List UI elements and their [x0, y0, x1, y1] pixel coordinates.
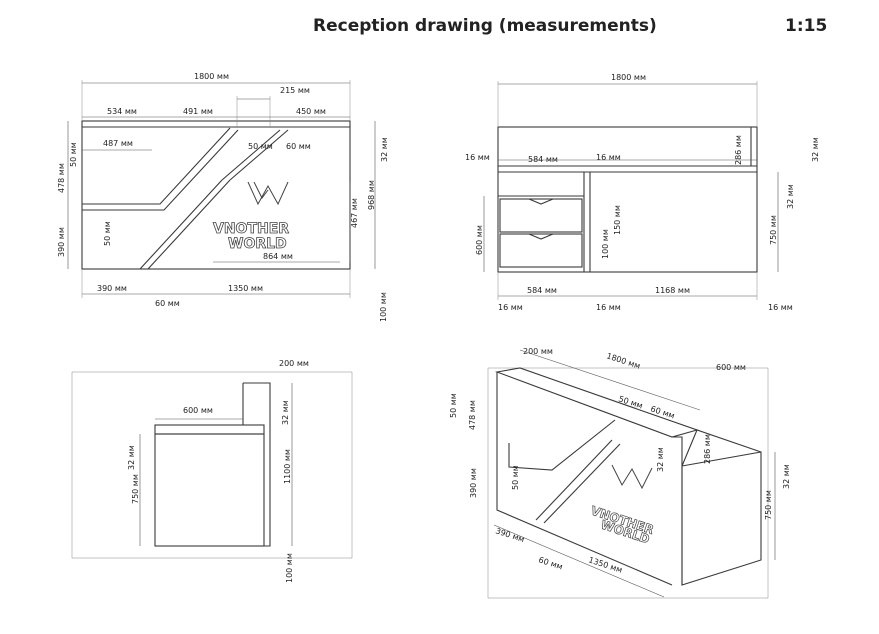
iso-side-top — [681, 429, 762, 467]
side-dim-600: 600 мм — [183, 406, 213, 415]
back-dim-1800: 1800 мм — [611, 73, 646, 82]
iso-diagonal-2 — [535, 439, 613, 521]
page-title: Reception drawing (measurements) — [313, 16, 657, 36]
side-view: 600 мм 200 мм 32 мм 32 мм 750 мм 1100 мм… — [71, 359, 353, 583]
back-dim-32b: 32 мм — [786, 184, 795, 209]
iso-diagonal-1 — [508, 419, 616, 471]
side-dim-32a: 32 мм — [281, 400, 290, 425]
back-outline — [497, 126, 758, 273]
side-body — [154, 433, 265, 547]
back-dim-16e: 16 мм — [768, 303, 793, 312]
front-diagonal-2 — [82, 129, 239, 211]
front-dim-390h: 390 мм — [97, 284, 127, 293]
iso-dim-600: 600 мм — [716, 363, 746, 372]
front-dim-491: 491 мм — [183, 107, 213, 116]
back-dim-600: 600 мм — [475, 225, 484, 255]
iso-dim-1350: 1350 мм — [587, 555, 623, 574]
front-dim-50c: 50 мм — [103, 221, 112, 246]
front-dim-467: 467 мм — [350, 198, 359, 228]
front-dim-32: 32 мм — [380, 137, 389, 162]
iso-side-block — [681, 451, 762, 586]
iso-dim-50c: 50 мм — [511, 465, 520, 490]
back-dim-750: 750 мм — [769, 215, 778, 245]
back-drawer-1[interactable] — [499, 198, 583, 233]
iso-view: VNOTHER WORLD 200 мм 1800 мм 600 мм 50 м… — [449, 347, 791, 599]
logo-line1: VNOTHER — [213, 221, 289, 237]
iso-dim-60b: 60 мм — [537, 555, 563, 571]
side-worktop — [154, 424, 265, 435]
back-drawer-2[interactable] — [499, 233, 583, 268]
front-diagonal-4 — [147, 179, 231, 270]
iso-dim-32b: 32 мм — [782, 464, 791, 489]
logo-w-inner — [253, 181, 269, 199]
front-diagonal-5 — [221, 129, 281, 181]
back-dim-16a: 16 мм — [465, 153, 490, 162]
front-dim-60b: 60 мм — [155, 299, 180, 308]
side-dim-32b: 32 мм — [127, 445, 136, 470]
front-diagonal-3 — [139, 179, 223, 270]
iso-front-left — [496, 372, 673, 586]
front-logo: VNOTHER WORLD — [213, 181, 290, 252]
back-dim-16b: 16 мм — [596, 153, 621, 162]
front-dim-450: 450 мм — [296, 107, 326, 116]
front-diagonal-1 — [82, 127, 231, 205]
front-dim-100: 100 мм — [379, 292, 388, 322]
iso-dim-750: 750 мм — [764, 490, 773, 520]
iso-diagonal-3 — [543, 443, 621, 524]
back-dim-150: 150 мм — [613, 205, 622, 235]
iso-top-surface — [494, 367, 699, 438]
iso-dim-50a: 50 мм — [449, 393, 458, 418]
iso-dim-32a: 32 мм — [656, 447, 665, 472]
back-dim-16d: 16 мм — [596, 303, 621, 312]
back-dim-16c: 16 мм — [498, 303, 523, 312]
back-dim-1168: 1168 мм — [655, 286, 690, 295]
front-dim-968: 968 мм — [367, 180, 376, 210]
side-dim-1100: 1100 мм — [283, 449, 292, 484]
front-dim-215: 215 мм — [280, 86, 310, 95]
iso-dim-200: 200 мм — [523, 347, 553, 356]
back-dim-32a: 32 мм — [811, 137, 820, 162]
side-frame — [71, 371, 353, 559]
back-dim-584a: 584 мм — [528, 155, 558, 164]
iso-logo-mark — [611, 464, 653, 490]
iso-dim-390: 390 мм — [469, 468, 478, 498]
scale-label: 1:15 — [785, 16, 828, 36]
front-dim-50a: 50 мм — [248, 142, 273, 151]
front-diagonal-6 — [229, 129, 289, 181]
side-tall-back — [243, 382, 271, 547]
back-dim-100: 100 мм — [601, 229, 610, 259]
side-dim-100: 100 мм — [285, 553, 294, 583]
logo-line2: WORLD — [228, 236, 287, 252]
back-dim-286: 286 мм — [734, 135, 743, 165]
iso-dim-50b: 50 мм — [617, 394, 643, 410]
side-dim-200: 200 мм — [279, 359, 309, 368]
back-dim-584b: 584 мм — [527, 286, 557, 295]
iso-dim-478: 478 мм — [468, 400, 477, 430]
back-view: 1800 мм 16 мм 584 мм 16 мм 286 мм 32 мм … — [465, 73, 820, 312]
front-dim-1800: 1800 мм — [194, 72, 229, 81]
front-dim-50b: 50 мм — [69, 142, 78, 167]
front-dim-390v: 390 мм — [57, 227, 66, 257]
front-dim-487: 487 мм — [103, 139, 133, 148]
front-view: VNOTHER WORLD 1800 мм 215 мм 534 мм 491 … — [57, 72, 389, 322]
side-dim-750: 750 мм — [131, 474, 140, 504]
back-drawer-2-handle — [528, 233, 554, 240]
front-dim-864: 864 мм — [263, 252, 293, 261]
iso-dim-390b: 390 мм — [494, 526, 525, 544]
logo-w-mark — [247, 181, 289, 206]
front-dim-534: 534 мм — [107, 107, 137, 116]
iso-frame — [487, 367, 769, 599]
back-drawer-1-handle — [528, 198, 554, 205]
iso-front-right — [672, 436, 683, 585]
front-dim-478: 478 мм — [57, 163, 66, 193]
iso-dim-286: 286 мм — [703, 434, 712, 464]
front-dim-60a: 60 мм — [286, 142, 311, 151]
front-dim-1350: 1350 мм — [228, 284, 263, 293]
